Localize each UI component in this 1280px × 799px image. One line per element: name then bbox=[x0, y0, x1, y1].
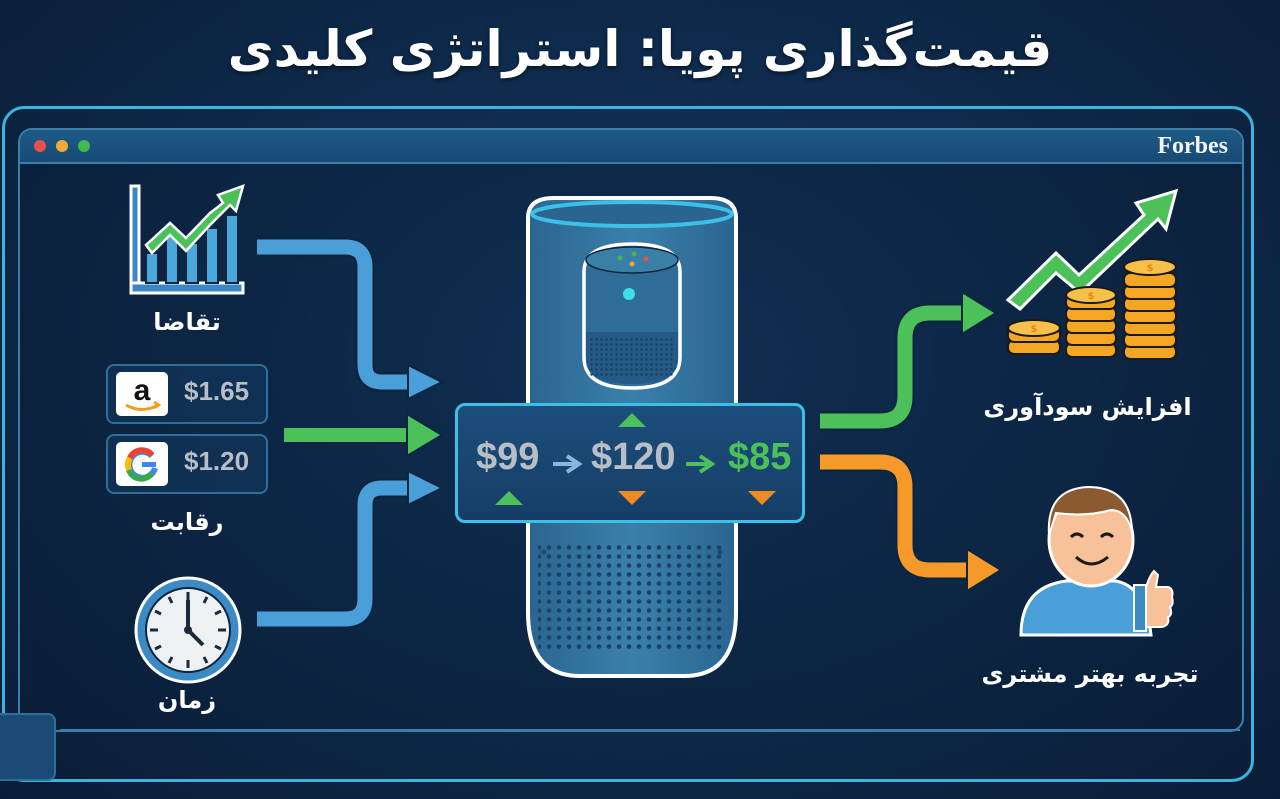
competition-label: رقابت bbox=[150, 508, 224, 536]
price-current: $85 bbox=[728, 436, 792, 478]
maximize-dot-icon[interactable] bbox=[78, 140, 90, 152]
arrow-right-icon bbox=[553, 454, 583, 474]
svg-text:$: $ bbox=[1031, 324, 1038, 335]
price-peak: $120 bbox=[591, 436, 676, 478]
price-initial: $99 bbox=[476, 436, 540, 478]
divider-line bbox=[60, 729, 1240, 731]
happy-customer-thumbs-up-icon bbox=[1019, 485, 1174, 637]
price-up-indicator-icon bbox=[495, 491, 523, 505]
clock-icon bbox=[134, 576, 242, 684]
google-logo-icon bbox=[116, 442, 168, 486]
google-price: $1.20 bbox=[184, 446, 250, 476]
amazon-logo-icon: a bbox=[116, 372, 168, 416]
smart-speaker-cylinder bbox=[526, 196, 738, 678]
page-title: قیمت‌گذاری پویا: استراتژی کلیدی bbox=[227, 20, 1053, 78]
minimize-dot-icon[interactable] bbox=[56, 140, 68, 152]
price-down-indicator-icon bbox=[748, 491, 776, 505]
partial-side-button[interactable] bbox=[0, 713, 56, 781]
svg-text:a: a bbox=[134, 374, 151, 407]
svg-text:$: $ bbox=[1147, 263, 1154, 274]
competitor-card-google: $1.20 bbox=[106, 434, 268, 494]
bar-chart-trend-up-icon bbox=[129, 184, 245, 295]
coin-stacks-growth-icon: $ $ $ bbox=[1005, 188, 1179, 360]
amazon-price: $1.65 bbox=[184, 376, 250, 406]
competitor-card-amazon: a $1.65 bbox=[106, 364, 268, 424]
outer-frame bbox=[2, 106, 1254, 782]
arrow-right-icon bbox=[686, 454, 716, 474]
svg-text:$: $ bbox=[1088, 291, 1095, 302]
demand-label: تقاضا bbox=[153, 308, 221, 336]
time-label: زمان bbox=[157, 686, 217, 714]
customer-experience-label: تجربه بهتر مشتری bbox=[981, 660, 1199, 688]
window-title-bar: Forbes bbox=[20, 130, 1242, 164]
close-dot-icon[interactable] bbox=[34, 140, 46, 152]
price-up-indicator-icon bbox=[618, 413, 646, 427]
price-sequence-box: $99 $120 $85 bbox=[455, 403, 805, 523]
forbes-logo: Forbes bbox=[1157, 133, 1228, 159]
price-down-indicator-icon bbox=[618, 491, 646, 505]
profit-label: افزایش سودآوری bbox=[983, 393, 1192, 421]
